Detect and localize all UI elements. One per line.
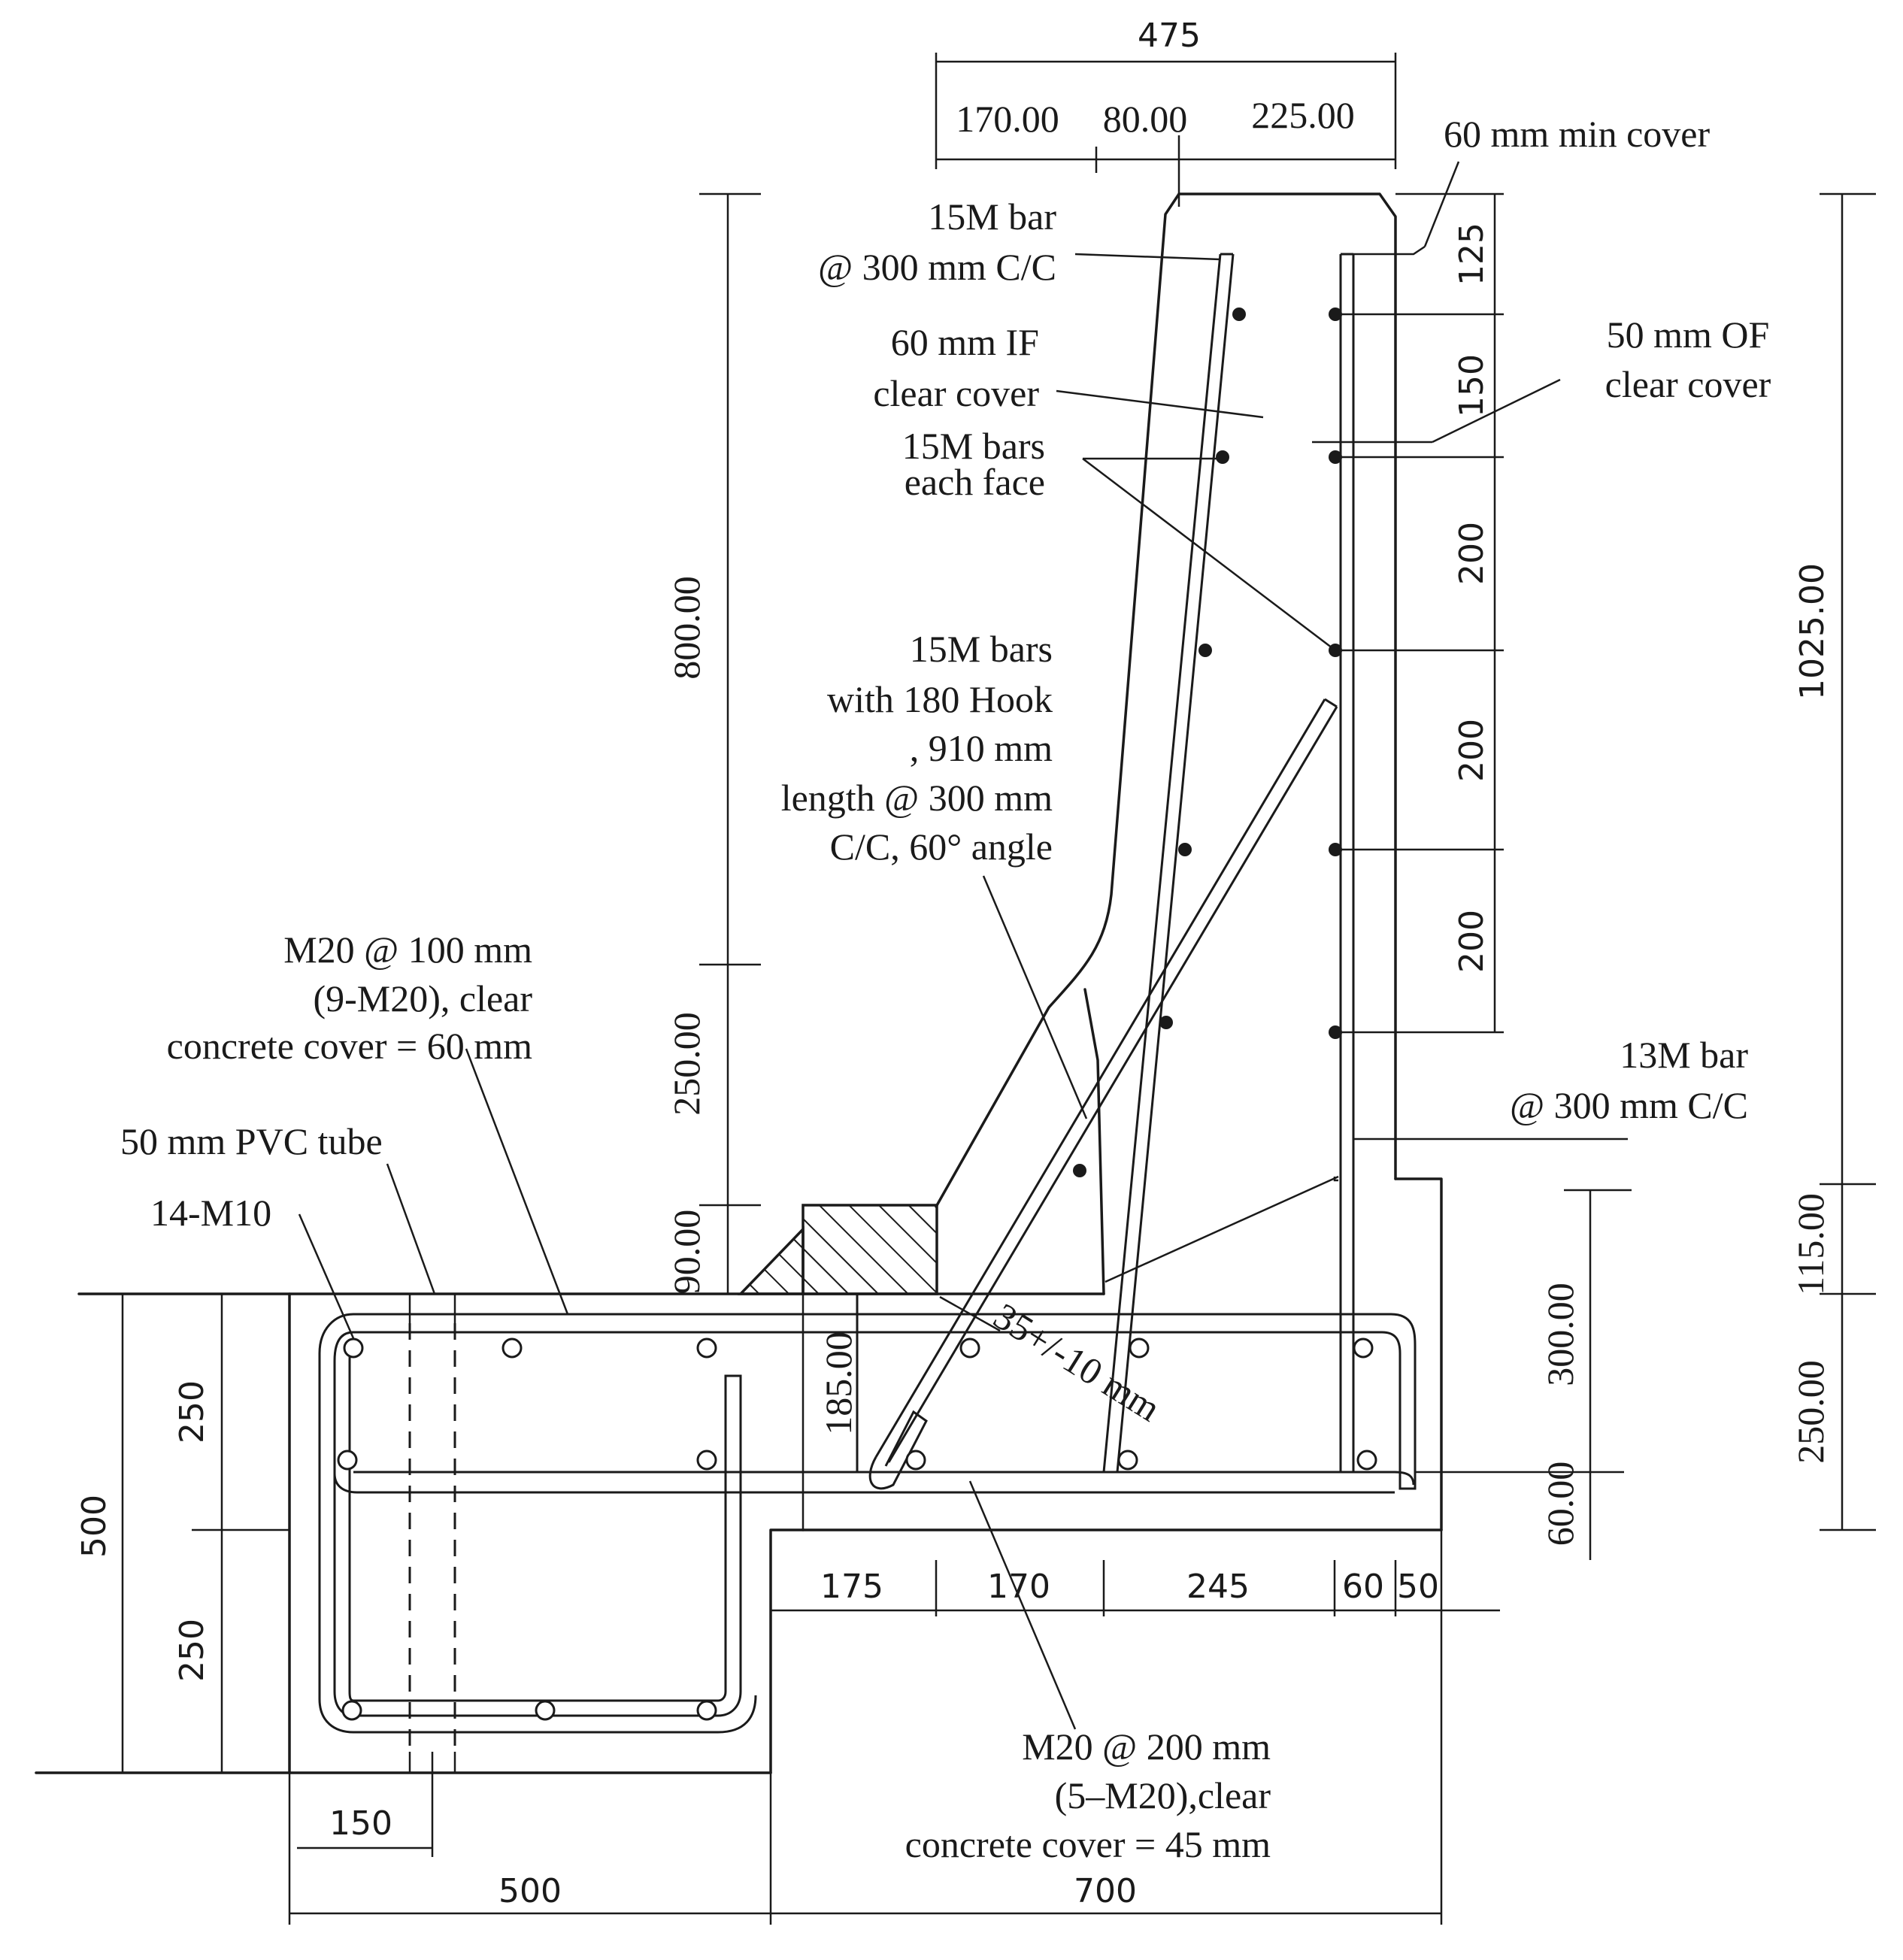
- leader-lines: [298, 161, 1628, 1730]
- label-hook-1: 15M bars: [910, 628, 1053, 670]
- dim-245: 245: [1186, 1568, 1250, 1606]
- dim-500-left: 500: [75, 1495, 114, 1558]
- dim-175: 175: [820, 1568, 883, 1606]
- label-bar13-1: 13M bar: [1620, 1034, 1748, 1076]
- label-of-cover-1: 50 mm OF: [1607, 314, 1770, 356]
- dimension-labels: 475 170.00 80.00 225.00 800.00 250.00 90…: [75, 17, 1832, 1910]
- bar-dot: [1117, 1450, 1138, 1471]
- dim-170: 170.00: [956, 98, 1059, 140]
- label-hook-2: with 180 Hook: [827, 678, 1053, 720]
- bar-dot: [337, 1450, 358, 1471]
- label-bar-top-2: @ 300 mm C/C: [818, 246, 1056, 288]
- bar-dot: [1232, 307, 1246, 321]
- dimension-lines: [121, 53, 1876, 1925]
- label-if-cover-2: clear cover: [873, 372, 1039, 414]
- curb-block: [737, 1204, 938, 1295]
- dim-spacing-125: 125: [1453, 223, 1491, 286]
- label-if-cover-1: 60 mm IF: [891, 321, 1039, 363]
- bar-dot: [1329, 307, 1342, 321]
- bar-dot: [696, 1450, 717, 1471]
- dim-225: 225.00: [1251, 94, 1355, 136]
- dim-250-slab-lower: 250: [173, 1619, 211, 1682]
- label-m20-bot-2: (5–M20),clear: [1055, 1774, 1271, 1816]
- dim-60-bottom: 60: [1342, 1568, 1384, 1606]
- bar-dot: [1216, 450, 1229, 464]
- label-min-cover: 60 mm min cover: [1444, 113, 1710, 155]
- dim-60-right: 60.00: [1539, 1462, 1581, 1546]
- dim-250-slab-upper: 250: [173, 1380, 211, 1443]
- dim-800: 800.00: [665, 576, 708, 680]
- label-m20-top-3: concrete cover = 60 mm: [167, 1025, 532, 1067]
- dim-spacing-200b: 200: [1453, 719, 1491, 782]
- bar-dot: [341, 1700, 362, 1721]
- label-pvc: 50 mm PVC tube: [120, 1120, 383, 1162]
- label-m20-top-1: M20 @ 100 mm: [283, 929, 532, 971]
- bar-dot: [535, 1700, 556, 1721]
- bar-dot: [1159, 1016, 1173, 1029]
- dim-spacing-200a: 200: [1453, 522, 1491, 585]
- dim-250-right: 250.00: [1789, 1360, 1832, 1464]
- dim-150: 150: [329, 1804, 392, 1843]
- bar-dot: [1353, 1337, 1374, 1359]
- bar-dot: [1329, 1025, 1342, 1039]
- dim-spacing-200c: 200: [1453, 910, 1491, 973]
- label-each-face-2: each face: [905, 461, 1045, 503]
- dim-80: 80.00: [1103, 98, 1188, 140]
- concrete-outline: [35, 192, 1443, 1774]
- bar-dot: [1198, 644, 1212, 657]
- label-bar-top-1: 15M bar: [928, 195, 1056, 238]
- dim-185: 185.00: [817, 1331, 859, 1435]
- label-m10: 14-M10: [150, 1192, 271, 1234]
- label-m20-top-2: (9-M20), clear: [313, 977, 532, 1019]
- bar-dots-open: [337, 1337, 1377, 1721]
- bar-dot: [696, 1700, 717, 1721]
- bar-dot: [1329, 843, 1342, 856]
- label-of-cover-2: clear cover: [1605, 363, 1771, 405]
- bar-dot: [1329, 450, 1342, 464]
- label-hook-5: C/C, 60° angle: [830, 826, 1053, 868]
- bar-dot: [1178, 843, 1192, 856]
- dim-spacing-150: 150: [1453, 354, 1491, 417]
- label-m20-bot-1: M20 @ 200 mm: [1022, 1725, 1271, 1768]
- bar-dot: [1356, 1450, 1377, 1471]
- bar-dot: [1129, 1337, 1150, 1359]
- annotation-labels: 60 mm min cover 15M bar @ 300 mm C/C 60 …: [120, 113, 1771, 1865]
- dim-250-wall: 250.00: [665, 1012, 708, 1116]
- label-hook-4: length @ 300 mm: [781, 777, 1053, 819]
- label-each-face-1: 15M bars: [902, 425, 1045, 467]
- label-m20-bot-3: concrete cover = 45 mm: [905, 1823, 1271, 1865]
- bar-dot: [905, 1450, 926, 1471]
- dim-300: 300.00: [1539, 1283, 1581, 1386]
- dim-500-bottom: 500: [498, 1872, 562, 1910]
- pvc-tube: [408, 1294, 456, 1773]
- bar-dot: [1073, 1164, 1086, 1177]
- bar-dot: [343, 1337, 364, 1359]
- bar-dot: [696, 1337, 717, 1359]
- dim-115: 115.00: [1789, 1193, 1832, 1295]
- label-hook-3: , 910 mm: [910, 727, 1053, 769]
- dim-700-bottom: 700: [1074, 1872, 1137, 1910]
- dim-90: 90.00: [665, 1210, 708, 1295]
- dim-50-bottom: 50: [1397, 1568, 1439, 1606]
- bar-dots-filled: [1073, 307, 1342, 1177]
- dim-475: 475: [1138, 17, 1201, 55]
- bar-dot: [502, 1337, 523, 1359]
- dim-170-bottom: 170: [987, 1568, 1050, 1606]
- label-bar13-2: @ 300 mm C/C: [1510, 1084, 1748, 1126]
- bar-dot: [959, 1337, 980, 1359]
- dim-1025: 1025.00: [1793, 563, 1832, 700]
